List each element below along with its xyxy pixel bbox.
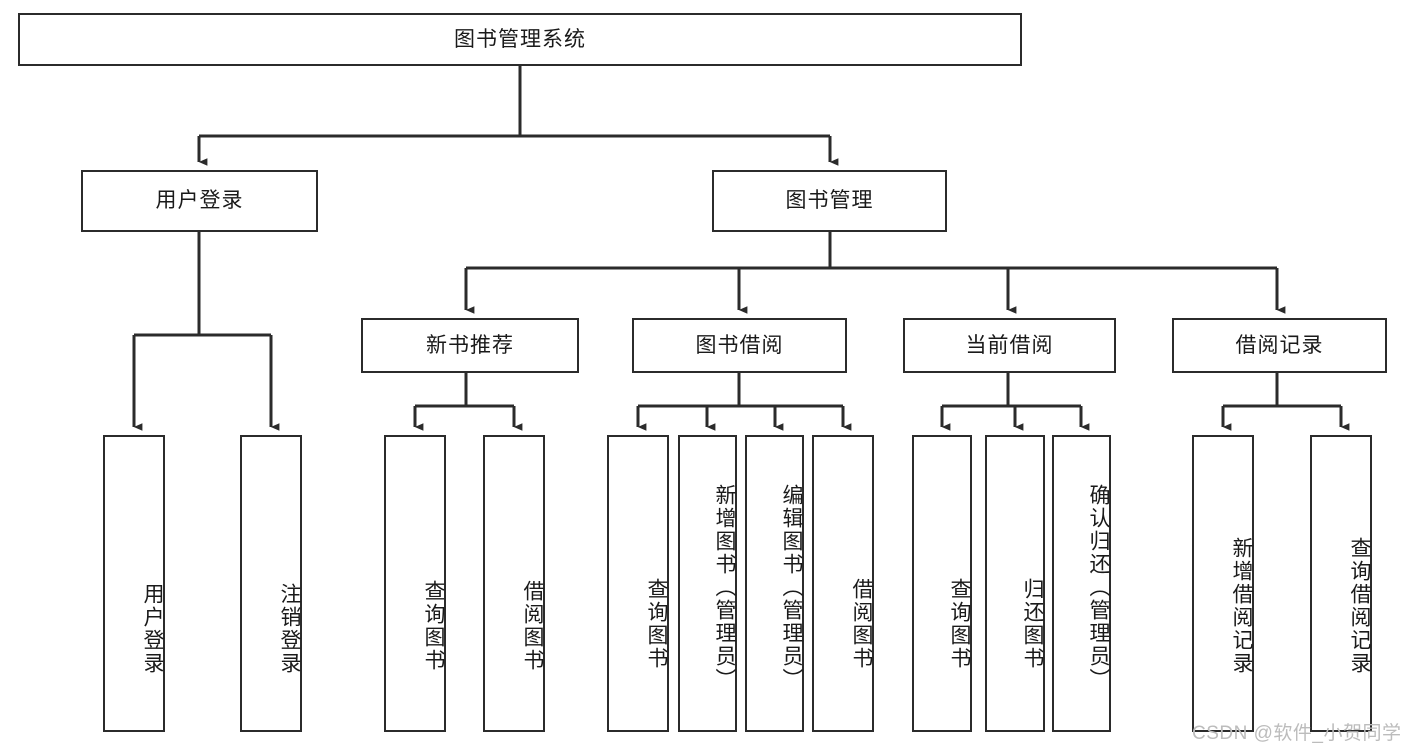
leaf-query-book-recommend[interactable]: 查询图书 <box>384 435 446 732</box>
leaf-add-borrow-record-label: 新增借阅记录 <box>1230 537 1253 675</box>
leaf-confirm-return[interactable]: 确认归还（管理员） <box>1052 435 1111 732</box>
node-new-book-recommend-label: 新书推荐 <box>426 333 514 357</box>
leaf-add-book-label: 新增图书（管理员） <box>713 484 736 691</box>
leaf-add-book[interactable]: 新增图书（管理员） <box>678 435 737 732</box>
leaf-logout[interactable]: 注销登录 <box>240 435 302 732</box>
leaf-query-book-current[interactable]: 查询图书 <box>912 435 972 732</box>
leaf-borrow-book-label: 借阅图书 <box>850 577 873 670</box>
leaf-query-book-recommend-label: 查询图书 <box>422 580 445 672</box>
leaf-edit-book-label: 编辑图书（管理员） <box>780 484 803 691</box>
node-borrow-record[interactable]: 借阅记录 <box>1172 318 1387 373</box>
node-current-borrow-label: 当前借阅 <box>965 333 1054 357</box>
node-book-borrow[interactable]: 图书借阅 <box>632 318 847 373</box>
leaf-return-book[interactable]: 归还图书 <box>985 435 1045 732</box>
leaf-query-borrow-record[interactable]: 查询借阅记录 <box>1310 435 1372 732</box>
node-user-login-label: 用户登录 <box>155 189 244 213</box>
node-book-borrow-label: 图书借阅 <box>695 333 784 357</box>
node-current-borrow[interactable]: 当前借阅 <box>903 318 1116 373</box>
leaf-confirm-return-label: 确认归还（管理员） <box>1087 484 1110 691</box>
node-new-book-recommend[interactable]: 新书推荐 <box>361 318 579 373</box>
node-book-management[interactable]: 图书管理 <box>712 170 947 232</box>
node-borrow-record-label: 借阅记录 <box>1235 333 1324 357</box>
leaf-query-borrow-record-label: 查询借阅记录 <box>1348 537 1371 675</box>
leaf-add-borrow-record[interactable]: 新增借阅记录 <box>1192 435 1254 732</box>
leaf-user-login-label: 用户登录 <box>141 582 164 675</box>
leaf-query-book-borrow-label: 查询图书 <box>645 577 668 670</box>
leaf-query-book-borrow[interactable]: 查询图书 <box>607 435 669 732</box>
node-root[interactable]: 图书管理系统 <box>18 13 1022 66</box>
leaf-user-login[interactable]: 用户登录 <box>103 435 165 732</box>
leaf-logout-label: 注销登录 <box>278 582 301 675</box>
node-book-management-label: 图书管理 <box>785 189 874 213</box>
node-user-login[interactable]: 用户登录 <box>81 170 318 232</box>
leaf-borrow-book-recommend[interactable]: 借阅图书 <box>483 435 545 732</box>
node-root-label: 图书管理系统 <box>454 27 586 51</box>
leaf-borrow-book[interactable]: 借阅图书 <box>812 435 874 732</box>
leaf-query-book-current-label: 查询图书 <box>948 577 971 670</box>
leaf-borrow-book-recommend-label: 借阅图书 <box>521 580 544 672</box>
leaf-edit-book[interactable]: 编辑图书（管理员） <box>745 435 804 732</box>
leaf-return-book-label: 归还图书 <box>1021 577 1044 670</box>
